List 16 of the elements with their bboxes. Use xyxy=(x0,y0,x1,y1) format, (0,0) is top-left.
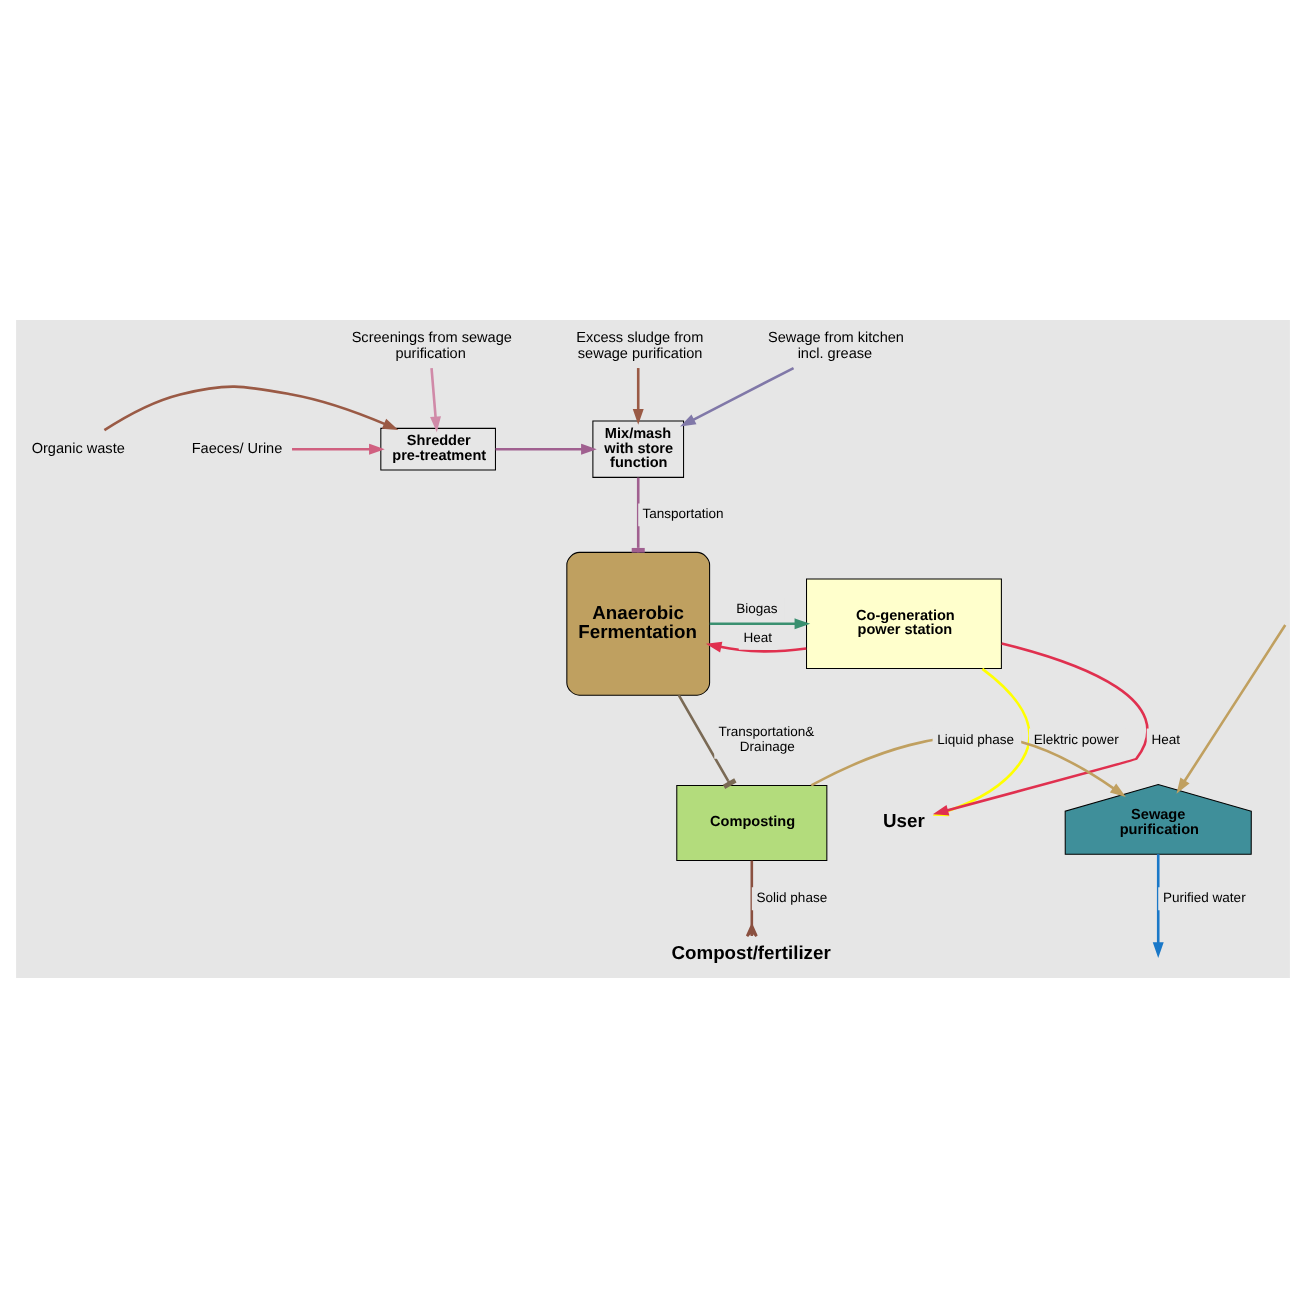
arrow xyxy=(495,443,597,455)
arrow xyxy=(103,385,399,432)
arrow xyxy=(709,618,811,630)
arrow xyxy=(632,368,644,425)
arrow xyxy=(1176,624,1287,794)
arrow xyxy=(430,367,441,433)
node-text: Compost/fertilizer xyxy=(671,942,831,963)
connector xyxy=(677,694,737,789)
connector xyxy=(631,477,645,553)
arrow xyxy=(705,641,807,653)
arrow xyxy=(1152,854,1164,958)
connector xyxy=(745,860,758,938)
arrow xyxy=(680,366,795,427)
node-text: User xyxy=(883,810,925,831)
arrow xyxy=(292,443,385,455)
node-box: Anaerobic Fermentation xyxy=(566,551,711,696)
